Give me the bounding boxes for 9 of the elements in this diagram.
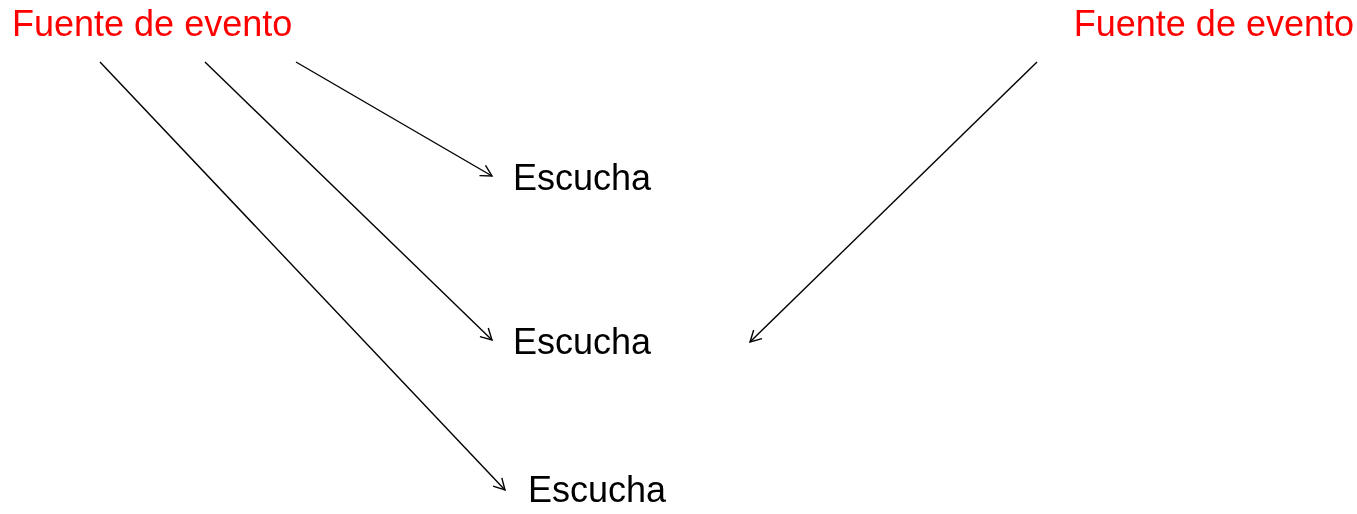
event-source-label: Fuente de evento (12, 4, 293, 44)
event-source-label: Fuente de evento (1073, 4, 1354, 44)
arrow (99, 61, 506, 491)
arrow (749, 61, 1038, 343)
arrow (204, 61, 493, 341)
listener-label: Escucha (513, 158, 652, 198)
listener-label: Escucha (528, 470, 667, 510)
listener-label: Escucha (513, 322, 652, 362)
arrow (295, 61, 493, 177)
